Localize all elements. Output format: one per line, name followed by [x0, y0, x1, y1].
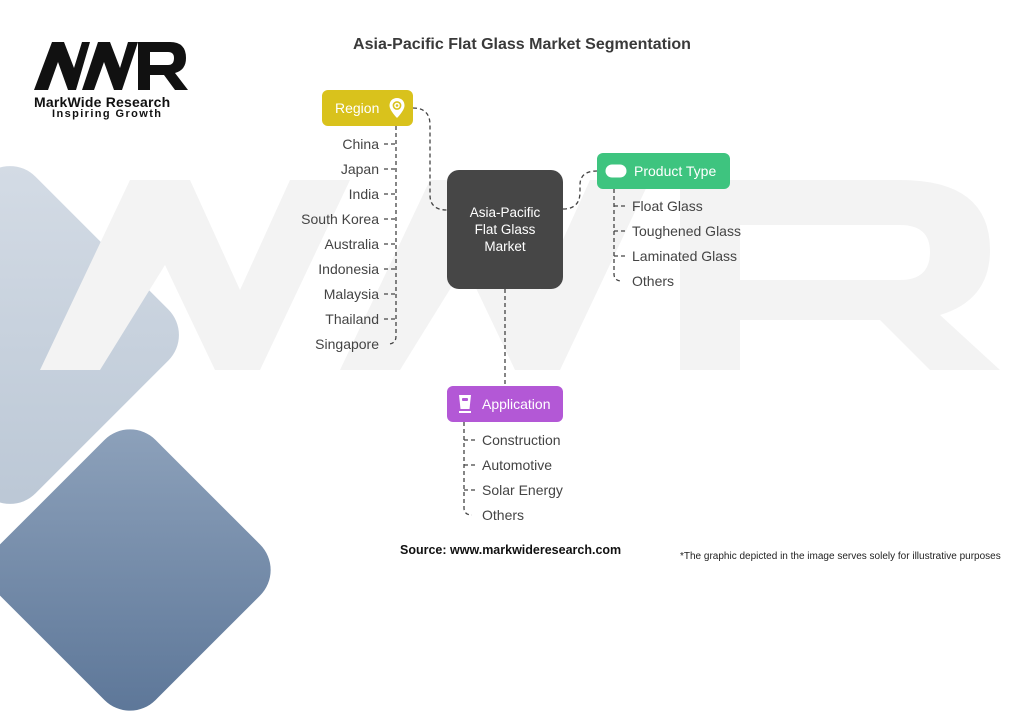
source-text: Source: www.markwideresearch.com	[400, 543, 622, 557]
product-type-label: Product Type	[634, 163, 717, 179]
application-item: Others	[482, 507, 525, 523]
application-item: Construction	[482, 432, 561, 448]
page-title: Asia-Pacific Flat Glass Market Segmentat…	[353, 36, 691, 53]
region-category-box: Region	[322, 90, 413, 126]
region-item: Malaysia	[323, 286, 379, 302]
center-node: Asia-Pacific Flat Glass Market	[447, 170, 563, 289]
product-type-item: Toughened Glass	[632, 223, 741, 239]
center-line-1: Asia-Pacific	[469, 205, 541, 220]
pill-toggle-icon	[605, 164, 627, 178]
application-item: Automotive	[482, 457, 553, 473]
logo-name: MarkWide Research	[34, 94, 171, 110]
region-item: China	[342, 136, 379, 152]
product-type-item: Float Glass	[632, 198, 703, 214]
region-item: Japan	[340, 161, 379, 177]
center-line-3: Market	[484, 239, 526, 254]
region-item: Australia	[324, 236, 379, 252]
region-item: South Korea	[301, 211, 379, 227]
location-gear-icon	[389, 98, 405, 118]
region-item: Thailand	[325, 311, 379, 327]
application-item: Solar Energy	[482, 482, 563, 498]
logo-tagline: Inspiring Growth	[52, 108, 163, 120]
disclaimer-text: *The graphic depicted in the image serve…	[680, 551, 1001, 562]
region-item: Singapore	[315, 336, 379, 352]
application-label: Application	[482, 396, 551, 412]
product-type-item: Laminated Glass	[632, 248, 738, 264]
application-category-box: Application	[447, 386, 563, 422]
region-item: India	[348, 186, 379, 202]
glass-cup-icon	[459, 395, 471, 413]
center-line-2: Flat Glass	[474, 222, 536, 237]
product-type-item: Others	[632, 273, 675, 289]
region-item: Indonesia	[318, 261, 379, 277]
logo-mark	[34, 42, 188, 90]
region-label: Region	[335, 100, 380, 116]
product-type-category-box: Product Type	[597, 153, 730, 189]
